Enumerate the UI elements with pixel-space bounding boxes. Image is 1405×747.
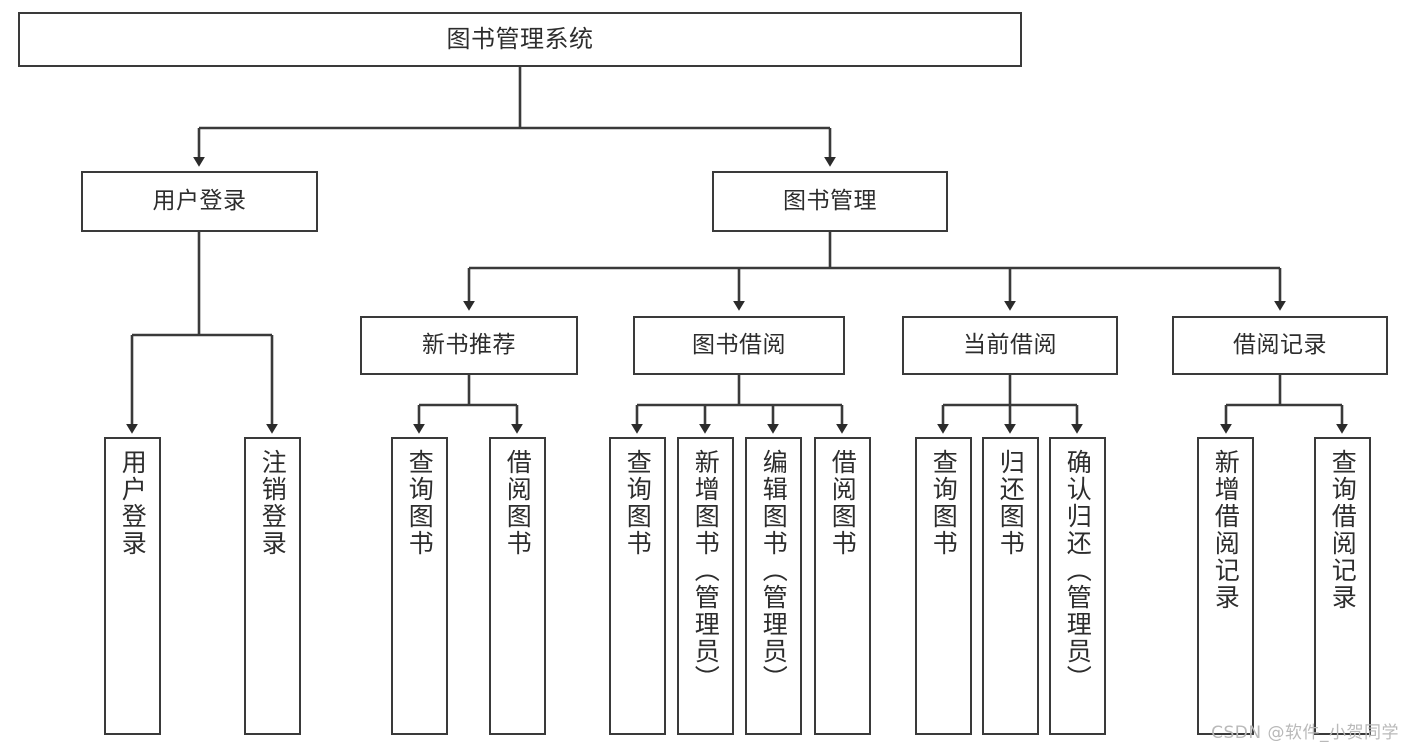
node-label: 查询图书: [405, 449, 435, 557]
node-book-management[interactable]: 图书管理: [712, 171, 948, 232]
leaf-borrow-book[interactable]: 借阅图书: [814, 437, 871, 735]
node-current-borrow[interactable]: 当前借阅: [902, 316, 1118, 375]
node-root-system[interactable]: 图书管理系统: [18, 12, 1022, 67]
leaf-edit-book-admin[interactable]: 编辑图书（管理员）: [745, 437, 802, 735]
node-label: 借阅记录: [1233, 331, 1327, 358]
node-label: 查询借阅记录: [1328, 449, 1358, 611]
leaf-return-book[interactable]: 归还图书: [982, 437, 1039, 735]
node-label: 借阅图书: [828, 449, 858, 557]
node-label: 新增借阅记录: [1211, 449, 1241, 611]
leaf-add-book-admin[interactable]: 新增图书（管理员）: [677, 437, 734, 735]
node-label: 查询图书: [623, 449, 653, 557]
node-user-login[interactable]: 用户登录: [81, 171, 318, 232]
node-label: 编辑图书（管理员）: [759, 449, 789, 692]
watermark: CSDN @软件_小贺同学: [1211, 723, 1399, 743]
leaf-user-login[interactable]: 用户登录: [104, 437, 161, 735]
leaf-query-borrow-record[interactable]: 查询借阅记录: [1314, 437, 1371, 735]
leaf-confirm-return-admin[interactable]: 确认归还（管理员）: [1049, 437, 1106, 735]
node-label: 图书管理: [783, 187, 877, 214]
node-label: 用户登录: [118, 449, 148, 557]
node-new-book-recommend[interactable]: 新书推荐: [360, 316, 578, 375]
node-label: 查询图书: [929, 449, 959, 557]
node-label: 归还图书: [996, 449, 1026, 557]
node-label: 用户登录: [152, 187, 247, 214]
node-label: 借阅图书: [503, 449, 533, 557]
leaf-logout[interactable]: 注销登录: [244, 437, 301, 735]
node-label: 当前借阅: [963, 331, 1057, 358]
node-label: 注销登录: [258, 449, 288, 557]
node-label: 图书管理系统: [446, 25, 594, 54]
node-label: 图书借阅: [692, 331, 786, 358]
leaf-query-book-current[interactable]: 查询图书: [915, 437, 972, 735]
node-label: 确认归还（管理员）: [1063, 449, 1093, 692]
node-book-borrow[interactable]: 图书借阅: [633, 316, 845, 375]
node-label: 新增图书（管理员）: [691, 449, 721, 692]
leaf-query-book-recommend[interactable]: 查询图书: [391, 437, 448, 735]
leaf-borrow-book-recommend[interactable]: 借阅图书: [489, 437, 546, 735]
node-borrow-record[interactable]: 借阅记录: [1172, 316, 1388, 375]
leaf-query-book-borrow[interactable]: 查询图书: [609, 437, 666, 735]
node-label: 新书推荐: [422, 331, 516, 358]
leaf-add-borrow-record[interactable]: 新增借阅记录: [1197, 437, 1254, 735]
